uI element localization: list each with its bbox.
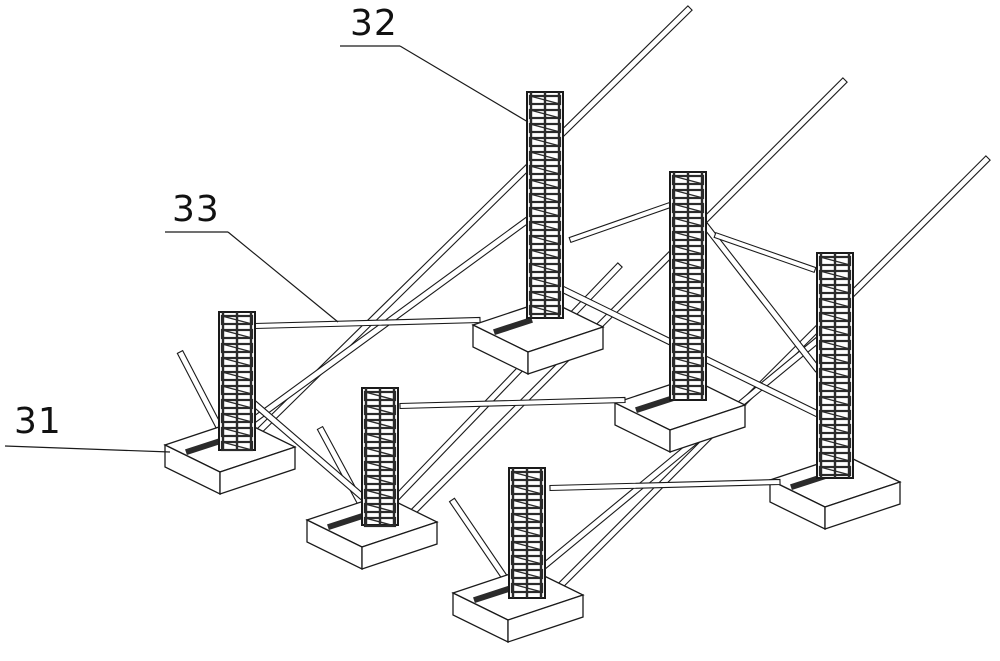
base-side-face (824, 481, 901, 530)
brace-11 (701, 222, 822, 373)
base-side-face (507, 594, 584, 643)
tie-bar-5 (713, 231, 817, 274)
tie-bar-2 (399, 396, 626, 410)
reinforcement-column-3 (816, 252, 854, 479)
tie-bar-4 (568, 201, 672, 244)
anchor-plate (635, 394, 675, 414)
leader-line-31 (4, 445, 171, 453)
anchor-plate (473, 584, 513, 604)
leader-line-33b (227, 231, 339, 323)
leader-lines (4, 45, 529, 453)
brace-2 (392, 77, 848, 533)
tie-bars (254, 201, 817, 492)
base-side-face (669, 404, 746, 453)
base-side-face (219, 446, 296, 495)
label-tie-bar-33: 33 (172, 189, 220, 230)
anchor-plate (493, 316, 533, 336)
anchor-plate (327, 511, 367, 531)
reinforcement-column-4 (218, 311, 256, 452)
base-side-face (527, 326, 604, 375)
leader-line-32b (399, 45, 529, 123)
reinforcement-column-6 (508, 467, 546, 599)
label-column-32: 32 (350, 3, 398, 44)
reinforcement-column-1 (526, 91, 564, 319)
foundation-base-5 (613, 377, 747, 454)
reinforcement-columns (218, 91, 854, 599)
label-foundation-31: 31 (14, 401, 62, 442)
base-side-face (361, 521, 438, 570)
anchor-plate (185, 436, 225, 456)
foundation-base-4 (471, 299, 605, 376)
tie-bar-3 (549, 478, 781, 492)
reinforcement-column-5 (361, 387, 399, 528)
reinforcement-column-2 (669, 171, 707, 401)
